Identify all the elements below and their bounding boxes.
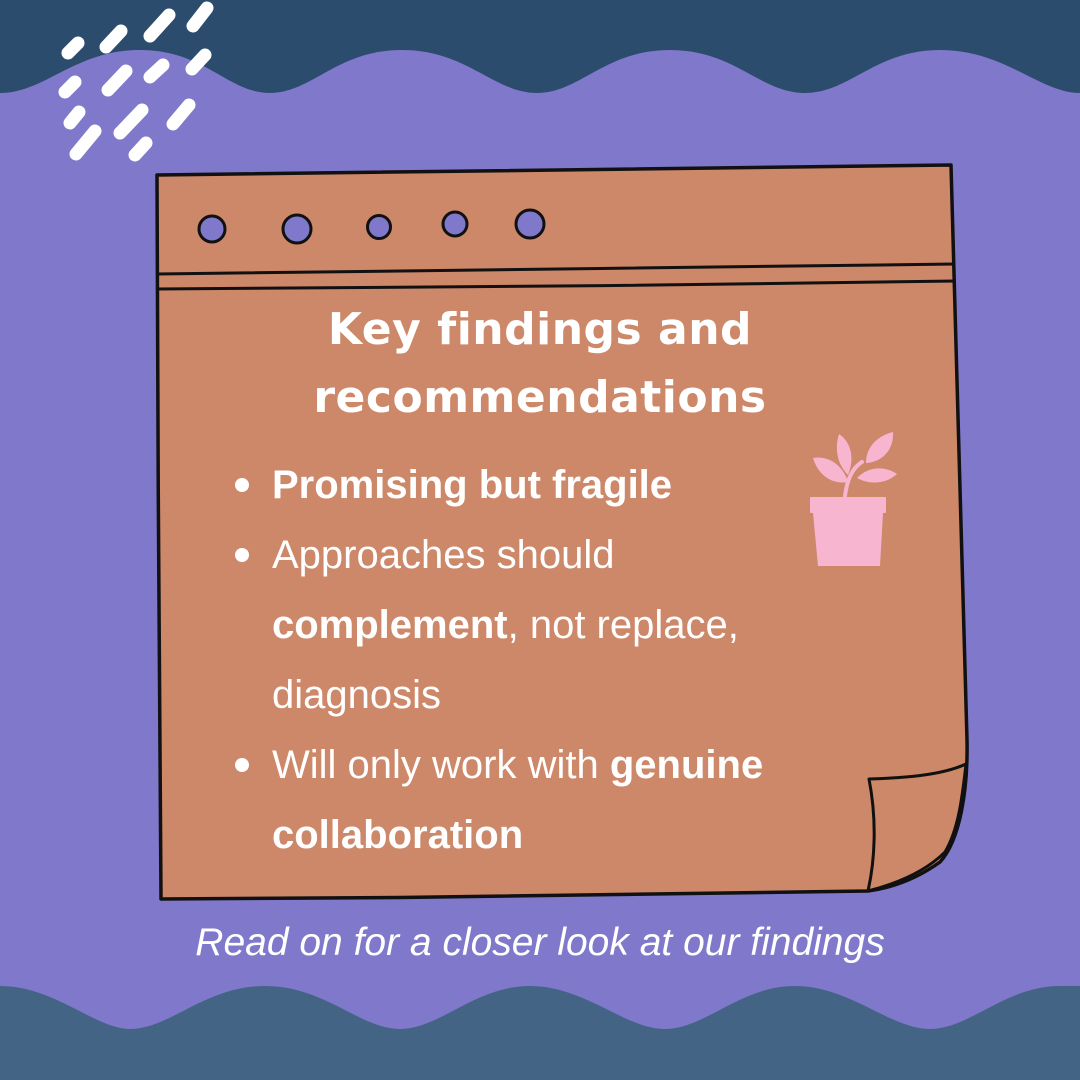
finding-text: , not replace, [507,603,739,647]
finding-text: diagnosis [272,673,442,717]
finding-text: Approaches should [272,533,615,577]
finding-text: Will only work with [272,743,610,787]
top-wave [0,0,1080,93]
binder-line-2 [156,279,957,291]
finding-emphasis: complement [272,603,508,647]
bullet-dot [235,478,249,492]
finding-item: Approaches should complement, not replac… [232,520,852,730]
title-line-2: recommendations [313,372,767,423]
findings-list: Promising but fragile Approaches should … [232,450,852,870]
binder-line-1 [156,262,956,276]
finding-emphasis: genuine [609,743,764,787]
rain-dashes-decoration [58,1,214,162]
binder-hole [441,210,469,238]
finding-item: Will only work with genuine collaboratio… [232,730,852,870]
binder-hole [197,214,227,244]
finding-item: Promising but fragile [232,450,852,520]
card-title: Key findings and recommendations [160,296,920,432]
page-curl [866,762,968,893]
title-line-1: Key findings and [327,304,753,355]
binder-hole [281,213,313,245]
bullet-dot [235,548,249,562]
paper-body [155,163,969,901]
bullet-dot [235,758,249,772]
note-card [155,163,969,901]
bottom-wave [0,986,1080,1080]
finding-text: Promising but fragile [272,463,673,507]
binder-hole [514,208,546,240]
binder-hole [366,214,392,240]
binder-holes [197,208,546,245]
footer-caption: Read on for a closer look at our finding… [195,921,885,964]
finding-emphasis: collaboration [272,813,524,857]
potted-plant-icon [810,432,897,566]
